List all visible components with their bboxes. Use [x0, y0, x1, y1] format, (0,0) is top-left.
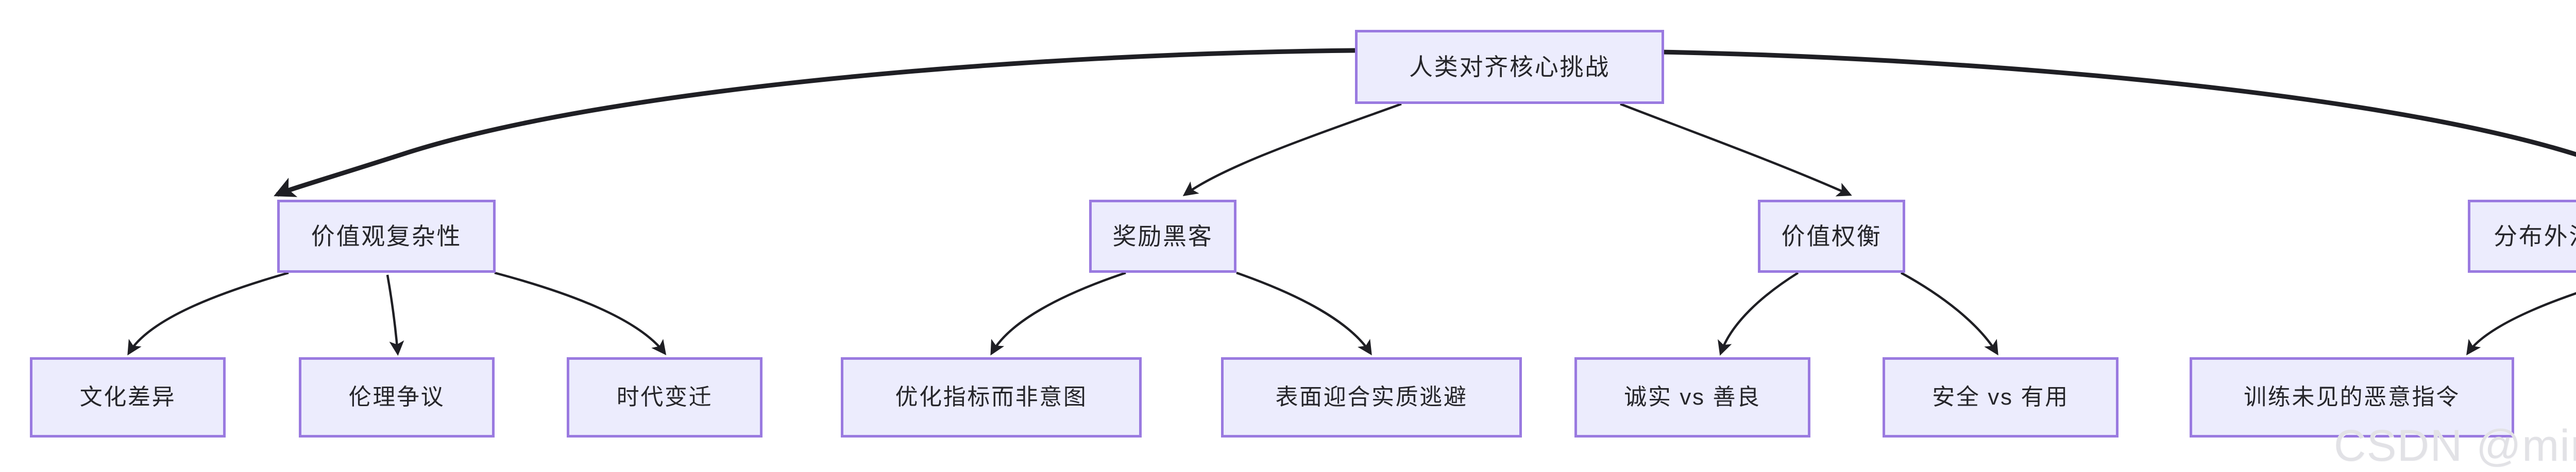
node-root[interactable]: 人类对齐核心挑战 — [1355, 30, 1664, 104]
node-leaf2-label: 伦理争议 — [348, 384, 445, 410]
node-leaf7-label: 安全 vs 有用 — [1932, 384, 2069, 410]
edge-root-to-branch1 — [274, 48, 1355, 197]
node-leaf-era-change[interactable]: 时代变迁 — [567, 357, 762, 438]
node-branch-value-tradeoff[interactable]: 价值权衡 — [1758, 200, 1905, 273]
edge-root-to-branch4 — [1633, 49, 2576, 157]
node-branch4-label: 分布外泛化 — [2494, 223, 2576, 250]
node-leaf5-label: 表面迎合实质逃避 — [1275, 384, 1468, 410]
node-leaf3-label: 时代变迁 — [616, 384, 713, 410]
node-branch-reward-hacking[interactable]: 奖励黑客 — [1089, 200, 1236, 273]
edge-branch1-to-leaf1 — [127, 271, 289, 356]
node-leaf8-label: 训练未见的恶意指令 — [2244, 384, 2460, 410]
node-branch-value-complexity[interactable]: 价值观复杂性 — [277, 200, 496, 273]
node-leaf6-label: 诚实 vs 善良 — [1624, 384, 1761, 410]
node-branch3-label: 价值权衡 — [1781, 223, 1882, 250]
edge-branch3-to-leaf7 — [1900, 272, 1998, 356]
edge-root-to-branch3 — [1620, 102, 1852, 197]
edge-branch1-to-leaf2 — [386, 274, 404, 356]
node-leaf-ethical-dispute[interactable]: 伦理争议 — [299, 357, 495, 438]
edge-root-to-branch2 — [1182, 102, 1402, 197]
node-leaf-unseen-malicious-instruction[interactable]: 训练未见的恶意指令 — [2190, 357, 2514, 438]
node-leaf-safety-vs-usefulness[interactable]: 安全 vs 有用 — [1883, 357, 2119, 438]
node-leaf4-label: 优化指标而非意图 — [895, 384, 1088, 410]
edge-branch1-to-leaf3 — [494, 271, 667, 356]
node-branch-ood-generalization[interactable]: 分布外泛化 — [2468, 200, 2576, 273]
node-leaf-optimize-metric-not-intent[interactable]: 优化指标而非意图 — [841, 357, 1142, 438]
node-leaf-cultural-difference[interactable]: 文化差异 — [30, 357, 226, 438]
edge-branch2-to-leaf4 — [990, 271, 1126, 356]
node-branch2-label: 奖励黑客 — [1112, 223, 1213, 250]
edge-branch2-to-leaf5 — [1236, 271, 1372, 356]
node-leaf1-label: 文化差异 — [79, 384, 176, 410]
node-root-label: 人类对齐核心挑战 — [1409, 54, 1611, 80]
node-leaf-surface-compliance-evasion[interactable]: 表面迎合实质逃避 — [1221, 357, 1522, 438]
edge-branch3-to-leaf6 — [1718, 272, 1799, 356]
node-branch1-label: 价值观复杂性 — [311, 223, 462, 250]
node-leaf-honesty-vs-kindness[interactable]: 诚实 vs 善良 — [1574, 357, 1810, 438]
edge-branch4-to-leaf8 — [2466, 292, 2576, 356]
